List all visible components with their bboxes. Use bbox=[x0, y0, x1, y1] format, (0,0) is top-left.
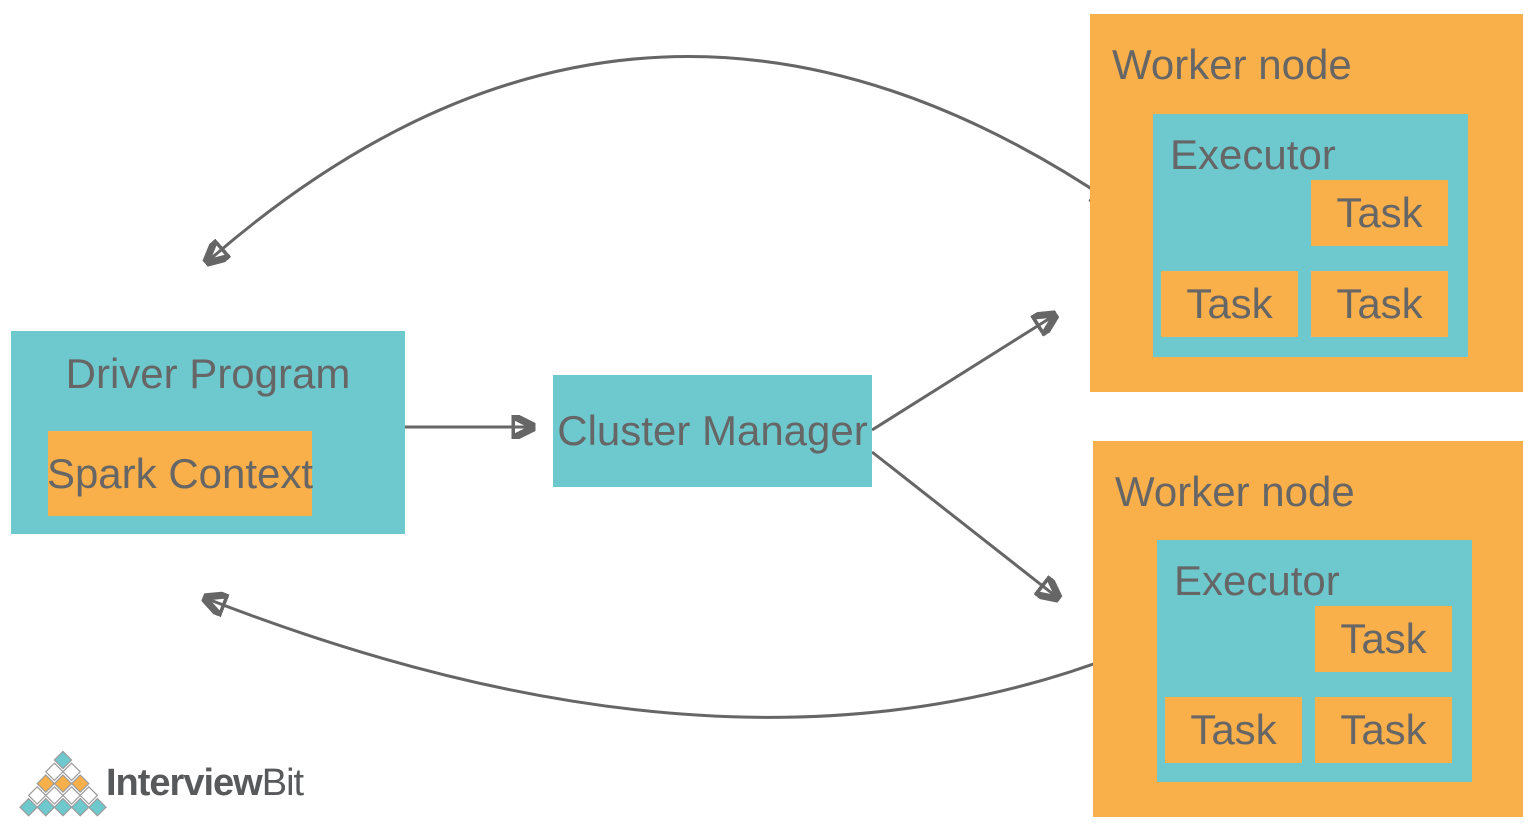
task-label: Task bbox=[1186, 280, 1273, 327]
executor-2-title: Executor bbox=[1174, 557, 1340, 604]
driver-program-box: Driver Program Spark Context bbox=[11, 331, 405, 534]
worker-node-2: Worker node Executor Task Task Task bbox=[1093, 441, 1523, 817]
cluster-manager-label: Cluster Manager bbox=[557, 407, 868, 454]
arrow-driver-worker2-bottom-arc bbox=[205, 598, 1123, 719]
executor-2-box: Executor Task Task Task bbox=[1157, 540, 1472, 782]
logo-wordmark: InterviewBit bbox=[106, 762, 304, 804]
logo-text-bit: Bit bbox=[261, 762, 304, 804]
arrow-cluster-manager-worker2 bbox=[871, 450, 1058, 598]
task-box: Task bbox=[1315, 606, 1452, 672]
task-box: Task bbox=[1315, 697, 1452, 763]
arrow-cluster-manager-worker1 bbox=[871, 315, 1055, 432]
spark-context-label: Spark Context bbox=[46, 449, 314, 497]
logo-text-interview: Interview bbox=[106, 762, 263, 804]
spark-context-box: Spark Context bbox=[46, 431, 314, 516]
task-box: Task bbox=[1161, 271, 1298, 337]
worker-node-2-title: Worker node bbox=[1115, 468, 1355, 515]
executor-1-box: Executor Task Task Task bbox=[1153, 114, 1468, 357]
cluster-manager-box: Cluster Manager bbox=[553, 375, 872, 487]
driver-program-title: Driver Program bbox=[65, 350, 351, 397]
task-box: Task bbox=[1311, 271, 1448, 337]
task-label: Task bbox=[1336, 280, 1423, 327]
worker-node-1-title: Worker node bbox=[1112, 41, 1352, 88]
worker-node-1: Worker node Executor Task Task Task bbox=[1090, 14, 1523, 392]
arrow-driver-worker1-top-arc bbox=[207, 55, 1113, 262]
task-box: Task bbox=[1311, 180, 1448, 246]
task-label: Task bbox=[1340, 615, 1427, 662]
executor-1-title: Executor bbox=[1170, 131, 1336, 178]
interviewbit-logo: InterviewBit bbox=[18, 748, 358, 820]
task-label: Task bbox=[1340, 706, 1427, 753]
task-box: Task bbox=[1165, 697, 1302, 763]
task-label: Task bbox=[1336, 189, 1423, 236]
task-label: Task bbox=[1190, 706, 1277, 753]
interviewbit-pyramid-icon bbox=[19, 750, 107, 817]
